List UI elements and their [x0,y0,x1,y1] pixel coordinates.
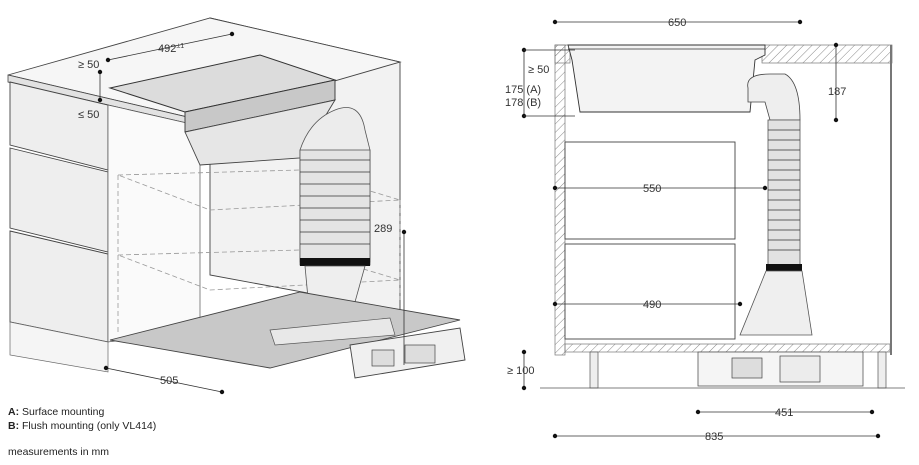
dim-depth-a: 175 (A) [505,84,541,96]
dim-plinth-width: 451 [775,407,793,419]
legend-a-key: A: [8,406,20,418]
right-section-view: 650 ≥ 50 175 (A) 178 (B) 187 550 490 ≥ 1… [505,17,905,443]
dim-width-top-right: 650 [668,17,686,29]
duct-clamp [300,258,370,266]
flexible-duct-section [766,119,802,271]
drawer-upper [564,141,736,240]
dim-plinth: ≥ 100 [507,365,534,377]
duct-elbow-section [747,73,801,121]
dim-depth-b: 178 (B) [505,97,541,109]
leg-left [589,351,599,389]
worktop-right [761,44,893,64]
drawer-lower [564,243,736,340]
dim-total-width: 835 [705,431,723,443]
cabinet-side [107,104,201,343]
dim-drawer-lower: 490 [643,299,661,311]
dim-max-gap: ≤ 50 [78,109,99,121]
legend-b-text: Flush mounting (only VL414) [22,420,157,432]
dim-drawer-upper: 550 [643,183,661,195]
worktop-left [554,44,571,64]
cooktop-section [567,44,766,113]
dim-min-gap: ≥ 50 [78,59,99,71]
legend-a: A: Surface mounting [8,406,104,418]
dim-height: 289 [374,223,392,235]
dashed-drawer-upper [117,169,401,211]
units-note: measurements in mm [8,446,109,458]
flexible-duct [299,149,371,266]
cabinet-bottom [564,343,891,353]
dim-width-top: 492±1 [158,43,184,55]
dashed-drawer-lower [117,249,401,291]
cabinet-left-wall [554,44,566,356]
plinth [9,321,109,373]
leg-right [877,351,887,389]
dim-riser: 187 [828,86,846,98]
dim-min-gap-right: ≥ 50 [528,64,549,76]
legend-b-key: B: [8,420,20,432]
legend-b: B: Flush mounting (only VL414) [8,420,156,432]
dim-depth: 505 [160,375,178,387]
left-isometric-view: 492±1 ≥ 50 ≤ 50 289 505 [7,17,466,395]
duct-transition-section [739,270,813,336]
legend-a-text: Surface mounting [22,406,105,418]
